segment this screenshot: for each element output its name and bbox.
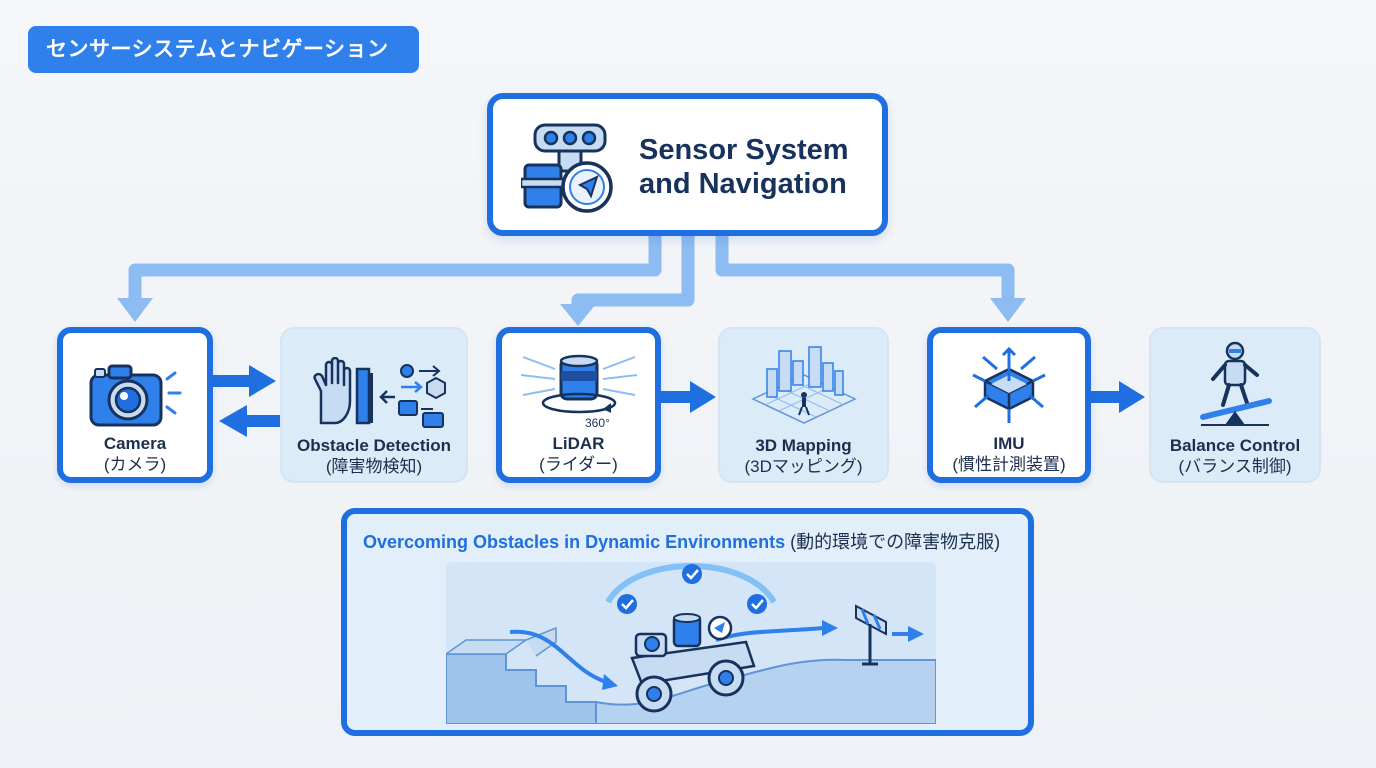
balance-label: Balance Control [1169, 436, 1301, 455]
camera-sub: (カメラ) [103, 455, 167, 474]
arrowhead-camera [117, 298, 153, 322]
imu-sub: (慣性計測装置) [952, 455, 1066, 474]
node-obstacle-detection: Obstacle Detection (障害物検知) [280, 327, 468, 483]
arrow-camera-to-obstacle-head [249, 365, 276, 397]
barrier-icon [855, 604, 887, 666]
panel-title: Overcoming Obstacles in Dynamic Environm… [363, 528, 1000, 554]
lidar-icon: 360° [520, 354, 637, 429]
panel-title-en: Overcoming Obstacles in Dynamic Environm… [363, 532, 786, 552]
city-map-icon [750, 346, 857, 424]
check-icon [617, 564, 767, 614]
connector-to-imu [715, 236, 1015, 300]
main-title-line2: and Navigation [639, 168, 847, 200]
compass-icon [561, 161, 613, 213]
lidar-360-badge: 360° [585, 416, 610, 429]
node-camera: Camera (カメラ) [57, 327, 213, 483]
imu-label: IMU [993, 434, 1025, 453]
node-balance-control: Balance Control (バランス制御) [1149, 327, 1321, 483]
balance-sub: (バランス制御) [1178, 457, 1292, 476]
arrow-imu-to-balance-head [1119, 381, 1145, 413]
terrain-scene [443, 562, 937, 725]
node-lidar: 360° LiDAR (ライダー) [496, 327, 661, 483]
main-title-line1: Sensor System [639, 134, 849, 166]
main-title-box: Sensor System and Navigation [487, 93, 888, 236]
arrowhead-lidar [560, 304, 596, 326]
mapping-sub: (3Dマッピング) [744, 457, 863, 476]
sensor-cluster-icon [521, 123, 613, 213]
arrow-imu-to-balance-shaft [1091, 391, 1121, 403]
node-3d-mapping: 3D Mapping (3Dマッピング) [718, 327, 889, 483]
arrow-obstacle-to-camera-shaft [245, 415, 281, 427]
lidar-label: LiDAR [552, 434, 605, 453]
terrain-illustration [443, 563, 937, 725]
hand-icon [313, 357, 446, 428]
obstacle-label: Obstacle Detection [297, 436, 451, 455]
mapping-label: 3D Mapping [755, 436, 852, 455]
arrowhead-imu [990, 298, 1026, 322]
panel-title-jp: (動的環境での障害物克服) [790, 532, 1001, 552]
rover-icon [630, 613, 756, 713]
node-imu: IMU (慣性計測装置) [927, 327, 1091, 483]
connector-to-camera [128, 236, 662, 300]
header-tag: センサーシステムとナビゲーション [28, 26, 419, 73]
camera-label: Camera [103, 434, 167, 453]
arrow-lidar-to-mapping-shaft [660, 391, 692, 403]
robot-balance-icon [1200, 341, 1272, 426]
arrow-camera-to-obstacle-shaft [213, 375, 251, 387]
arrow-lidar-to-mapping-head [690, 381, 716, 413]
obstacle-sub: (障害物検知) [325, 457, 423, 476]
lidar-sub: (ライダー) [539, 455, 618, 474]
imu-cube-icon [972, 346, 1046, 423]
camera-icon [89, 364, 182, 427]
arrow-obstacle-to-camera-head [219, 405, 247, 437]
obstacle-overcoming-panel: Overcoming Obstacles in Dynamic Environm… [341, 508, 1034, 736]
